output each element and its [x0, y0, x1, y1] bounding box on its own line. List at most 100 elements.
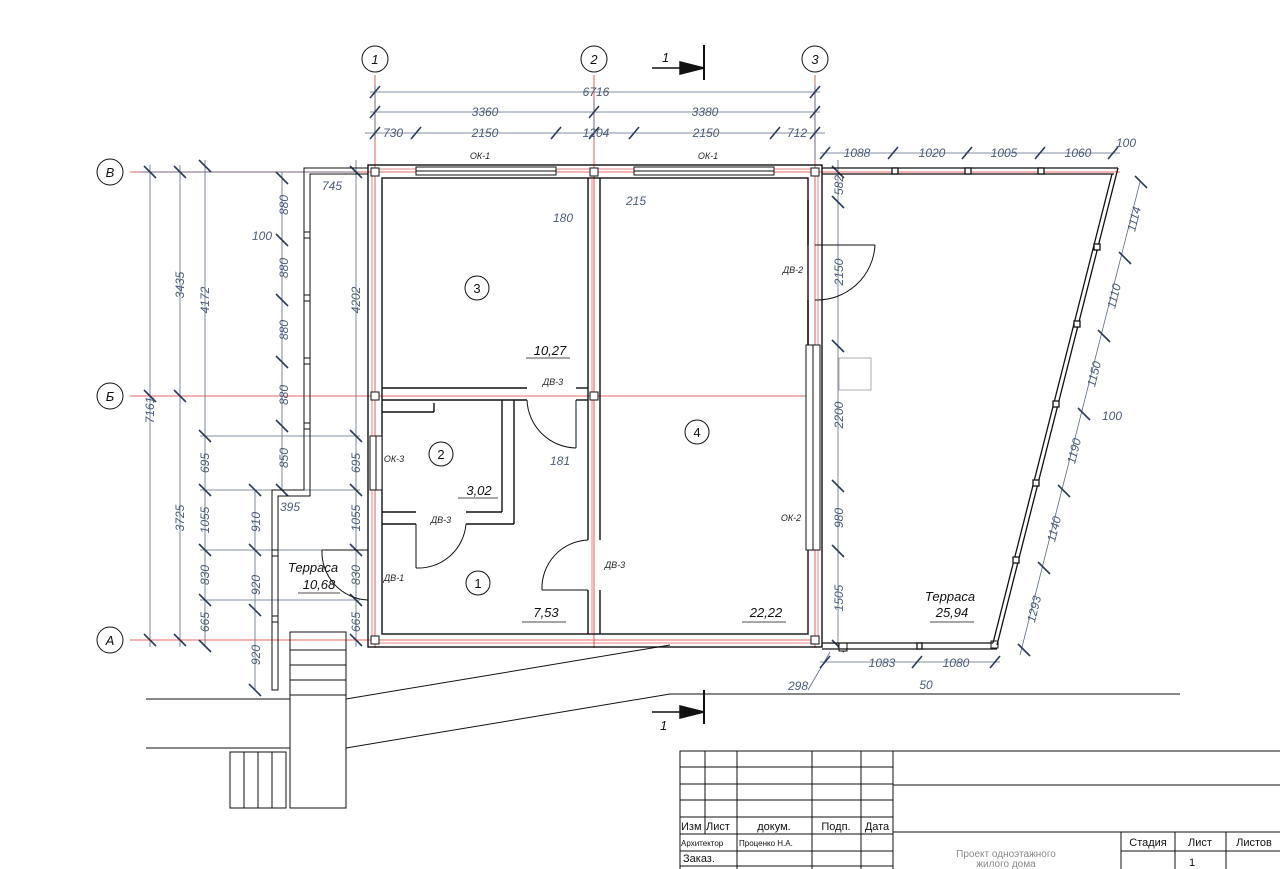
room-markers	[428, 275, 710, 596]
dim-180: 180	[553, 211, 573, 225]
room-2-number: 2	[437, 447, 444, 462]
dim-100-top: 100	[1116, 136, 1136, 150]
tb-sheet-number: 1	[1189, 857, 1195, 869]
right-terrace	[822, 167, 1119, 650]
dim-395: 395	[280, 500, 300, 514]
tb-sheets-header: Листов	[1236, 837, 1272, 849]
room-3-number: 3	[473, 281, 480, 296]
dim-2150-b: 2150	[692, 126, 720, 140]
section-marker-top	[652, 45, 705, 80]
terrace-right-name: Терраса	[925, 589, 975, 604]
dim-1293: 1293	[1024, 594, 1044, 624]
dim-1020: 1020	[919, 146, 946, 160]
dim-730: 730	[383, 126, 403, 140]
label-ok3: ОК-3	[384, 454, 404, 464]
dim-880-1: 880	[277, 195, 291, 215]
terrace-left-name: Терраса	[288, 560, 338, 575]
dimension-ticks	[143, 85, 1148, 697]
axis-label-b: Б	[106, 389, 115, 404]
fixture-box	[838, 357, 872, 391]
dim-100-left: 100	[252, 229, 272, 243]
axis-label-v: В	[106, 165, 115, 180]
section-label-top: 1	[662, 50, 669, 65]
label-ok1-right: ОК-1	[698, 151, 718, 161]
label-ok2: ОК-2	[781, 513, 801, 523]
doors	[321, 244, 876, 601]
walls	[367, 164, 823, 648]
dim-4172: 4172	[198, 286, 212, 313]
dim-298: 298	[787, 679, 808, 693]
axis-label-2: 2	[589, 52, 598, 67]
dim-1150: 1150	[1084, 360, 1104, 389]
dim-top-total: 6716	[583, 85, 610, 99]
terrace-left-area: 10,68	[303, 577, 336, 592]
room-area-underlines	[298, 357, 974, 623]
dimension-lines	[140, 85, 1141, 691]
dim-inner-830: 830	[349, 565, 363, 585]
room-2-area: 3,02	[466, 483, 492, 498]
dim-215: 215	[625, 194, 646, 208]
tb-architect-name: Проценко Н.А.	[739, 839, 793, 848]
dim-880-3: 880	[277, 320, 291, 340]
axis-marker-1	[361, 45, 389, 73]
tb-stage-header: Стадия	[1129, 837, 1167, 849]
tb-project-title-1: Проект одноэтажного	[956, 849, 1056, 860]
dim-695: 695	[198, 453, 212, 473]
dim-980: 980	[832, 508, 846, 528]
stairs-and-ground	[146, 631, 1180, 809]
title-block	[679, 750, 1280, 869]
axis-marker-2	[580, 45, 608, 73]
axis-markers	[96, 45, 829, 654]
dim-2150-right: 2150	[832, 258, 846, 286]
axis-label-1: 1	[371, 52, 378, 67]
dim-1505: 1505	[832, 584, 846, 611]
axis-marker-b	[96, 382, 124, 410]
left-railing	[271, 167, 368, 691]
dim-1140: 1140	[1044, 515, 1064, 544]
section-label-bottom: 1	[660, 718, 667, 733]
axis-marker-v	[96, 158, 124, 186]
dim-1083: 1083	[869, 656, 896, 670]
columns	[370, 167, 999, 652]
label-dv3-lower: ДВ-3	[604, 560, 625, 570]
dim-top-right: 3380	[692, 105, 719, 119]
dim-582: 582	[832, 175, 846, 195]
dim-100-right: 100	[1102, 409, 1122, 423]
label-ok1-left: ОК-1	[470, 151, 490, 161]
label-dv3-bath: ДВ-3	[430, 515, 451, 525]
dim-3725: 3725	[173, 504, 187, 531]
tb-header-podp: Подп.	[821, 821, 850, 833]
dim-712: 712	[787, 126, 807, 140]
dim-inner-1055: 1055	[349, 504, 363, 531]
dim-left-total: 7161	[143, 397, 157, 424]
label-dv2: ДВ-2	[782, 265, 803, 275]
dim-1204: 1204	[583, 126, 610, 140]
dim-1088: 1088	[844, 146, 871, 160]
dim-1080: 1080	[943, 656, 970, 670]
dim-665: 665	[198, 612, 212, 632]
axis-marker-3	[801, 45, 829, 73]
section-marker-bottom	[652, 690, 705, 724]
room-1-area: 7,53	[533, 605, 559, 620]
wall-axis-lines	[371, 168, 819, 644]
tb-architect-role: Архитектор	[681, 839, 724, 848]
axis-label-3: 3	[811, 52, 819, 67]
dim-1055: 1055	[198, 506, 212, 533]
dim-181: 181	[550, 454, 570, 468]
dim-920-2: 920	[249, 645, 263, 665]
dim-50: 50	[919, 678, 933, 692]
dim-inner-695: 695	[349, 453, 363, 473]
dim-910: 910	[249, 512, 263, 532]
room-3-area: 10,27	[534, 343, 567, 358]
label-dv3-top: ДВ-3	[542, 377, 563, 387]
windows	[369, 166, 821, 551]
dim-830: 830	[198, 565, 212, 585]
dim-2200: 2200	[832, 401, 846, 429]
dim-745: 745	[322, 179, 342, 193]
dim-3435: 3435	[173, 271, 187, 298]
tb-header-list: Лист	[706, 821, 730, 833]
dim-850: 850	[277, 448, 291, 468]
tb-project-title-2: жилого дома	[976, 859, 1036, 869]
dim-1110: 1110	[1104, 282, 1124, 310]
